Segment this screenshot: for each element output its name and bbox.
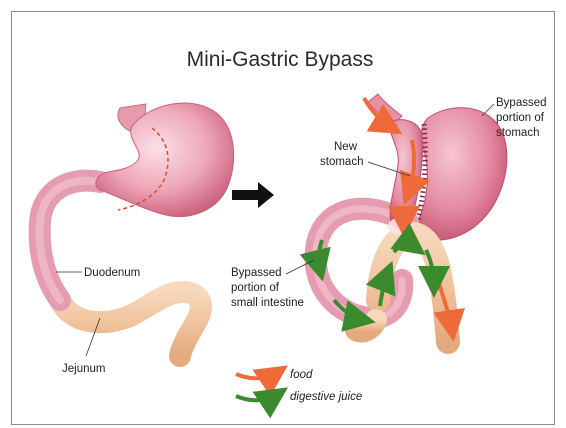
label-new-stomach-line1: New xyxy=(334,141,358,153)
label-bypassed-intestine-line2: portion of xyxy=(231,282,280,294)
jejunum-segment xyxy=(60,292,201,356)
bypass-anatomy xyxy=(316,94,507,342)
bypassed-stomach xyxy=(414,108,507,240)
legend-food-label: food xyxy=(290,369,313,381)
legend: food digestive juice xyxy=(236,369,362,403)
label-bypassed-intestine-line3: small intestine xyxy=(231,297,304,309)
normal-stomach xyxy=(96,103,234,216)
diagram-title: Mini-Gastric Bypass xyxy=(187,48,374,71)
label-bypassed-stomach-line3: stomach xyxy=(496,127,539,139)
normal-anatomy xyxy=(40,103,234,356)
label-jejunum: Jejunum xyxy=(62,363,105,375)
legend-food-arrow xyxy=(236,372,278,378)
new-stomach-pouch xyxy=(390,120,423,229)
label-bypassed-stomach-line1: Bypassed xyxy=(496,97,547,109)
label-duodenum: Duodenum xyxy=(84,267,140,279)
label-bypassed-stomach-line2: portion of xyxy=(496,112,545,124)
legend-juice-arrow xyxy=(236,394,278,400)
label-bypassed-intestine-line1: Bypassed xyxy=(231,267,282,279)
label-new-stomach-line2: stomach xyxy=(320,156,363,168)
legend-juice-label: digestive juice xyxy=(290,391,362,403)
transformation-arrow xyxy=(232,182,274,208)
